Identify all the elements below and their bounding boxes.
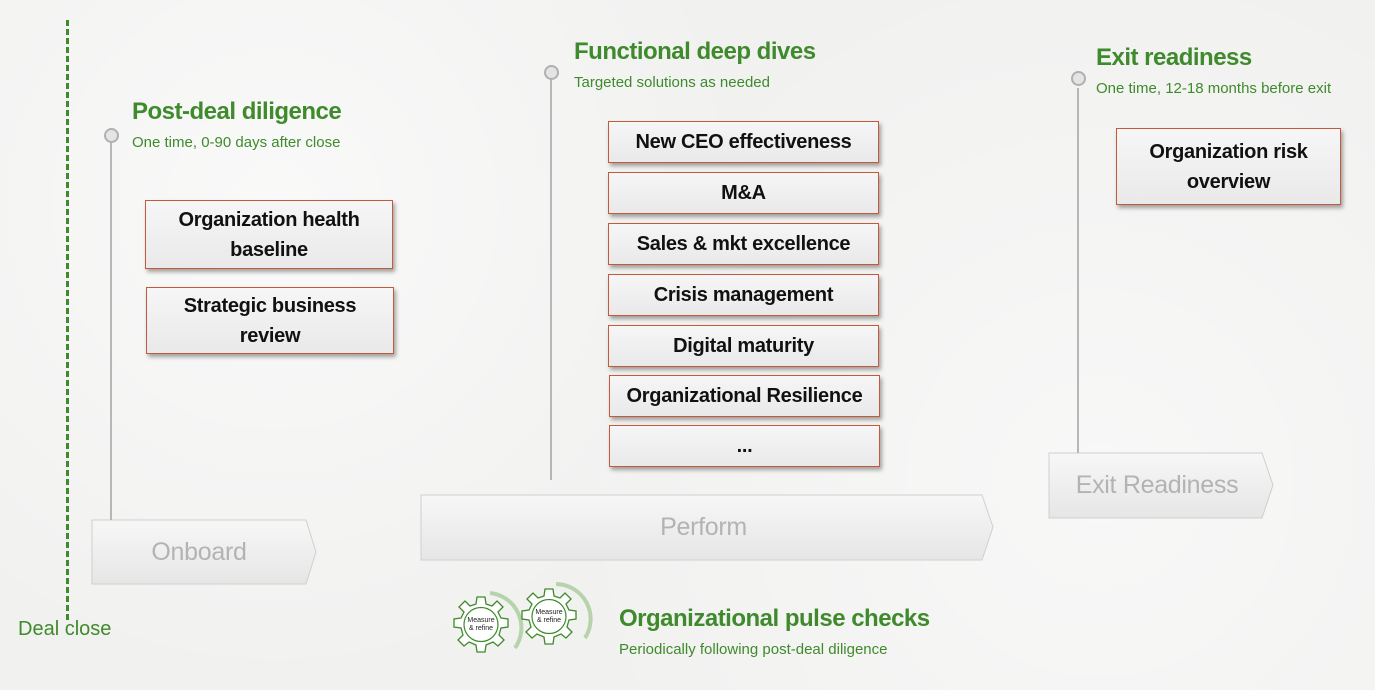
exit-readiness-arrow — [1048, 452, 1274, 519]
functional-item-label: Digital maturity — [673, 335, 814, 357]
functional-item-box: ... — [609, 425, 880, 467]
gear-2-label-line2: & refine — [536, 617, 562, 624]
functional-dot — [544, 65, 559, 80]
functional-subtitle: Targeted solutions as needed — [574, 74, 770, 91]
pulse-title: Organizational pulse checks — [619, 605, 930, 632]
gear-1-label-line2: & refine — [468, 625, 494, 632]
phase-onboard-label: Onboard — [151, 537, 247, 566]
org-risk-overview-label: Organization risk overview — [1149, 140, 1308, 193]
functional-timeline — [550, 78, 552, 480]
deal-close-line — [66, 20, 69, 620]
functional-item-label: Organizational Resilience — [626, 385, 863, 407]
deal-close-label: Deal close — [18, 618, 112, 640]
functional-item-label: Sales & mkt excellence — [636, 233, 851, 255]
exit-timeline — [1077, 88, 1079, 453]
post-deal-title: Post-deal diligence — [132, 98, 342, 125]
functional-title: Functional deep dives — [574, 38, 816, 65]
functional-item-box: Organizational Resilience — [609, 375, 880, 417]
org-risk-overview-box: Organization risk overview — [1116, 128, 1341, 205]
onboard-arrow — [91, 519, 317, 585]
functional-item-box: Crisis management — [608, 274, 879, 316]
functional-item-label: ... — [736, 435, 753, 457]
functional-item-label: M&A — [721, 182, 766, 204]
functional-item-box: M&A — [608, 172, 879, 214]
post-deal-timeline — [110, 138, 112, 520]
gear-2-label: Measure & refine — [529, 609, 569, 625]
gears-icon — [453, 582, 593, 653]
org-health-baseline-box: Organization health baseline — [145, 200, 393, 269]
strategic-business-review-label: Strategic business review — [183, 294, 357, 347]
exit-dot — [1071, 71, 1086, 86]
strategic-business-review-box: Strategic business review — [146, 287, 394, 354]
perform-arrow — [420, 494, 994, 561]
phase-exit-readiness-label: Exit Readiness — [1075, 471, 1239, 499]
functional-item-label: Crisis management — [653, 284, 834, 306]
org-health-baseline-label: Organization health baseline — [178, 208, 360, 261]
functional-item-box: Digital maturity — [608, 325, 879, 367]
functional-item-label: New CEO effectiveness — [635, 131, 852, 153]
gear-1-label: Measure & refine — [461, 617, 501, 633]
exit-subtitle: One time, 12-18 months before exit — [1096, 80, 1332, 97]
functional-item-box: Sales & mkt excellence — [608, 223, 879, 265]
post-deal-dot — [104, 128, 119, 143]
phase-perform-label: Perform — [660, 513, 747, 541]
functional-item-box: New CEO effectiveness — [608, 121, 879, 163]
post-deal-subtitle: One time, 0-90 days after close — [132, 134, 341, 151]
gear-1-label-line1: Measure — [467, 617, 495, 624]
gear-2-label-line1: Measure — [535, 609, 563, 616]
exit-title: Exit readiness — [1096, 44, 1252, 71]
pulse-subtitle: Periodically following post-deal diligen… — [619, 641, 888, 658]
